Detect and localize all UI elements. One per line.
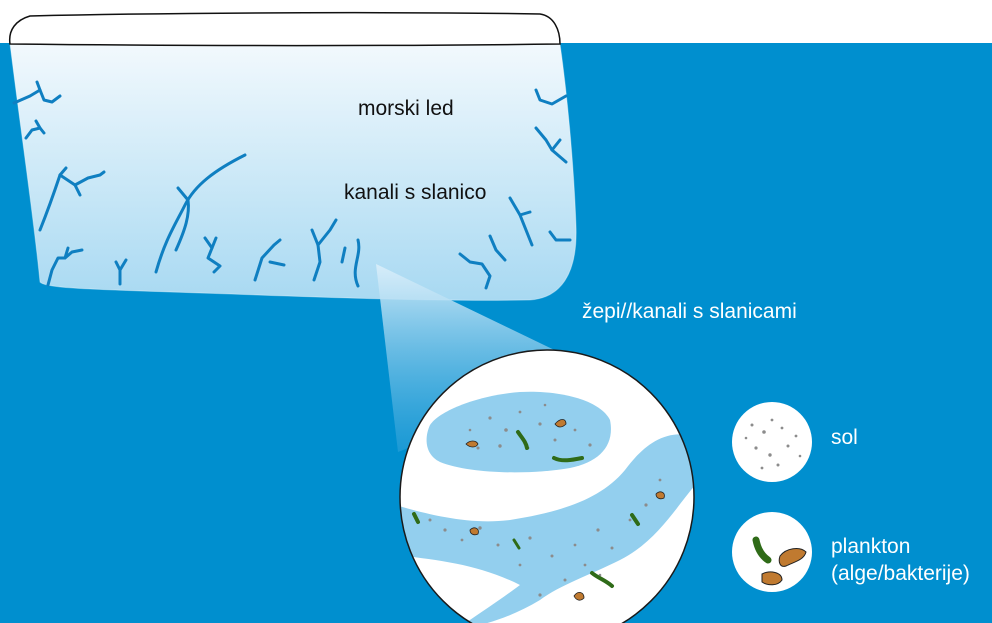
plankton-icon — [732, 512, 812, 592]
brine-channels-label: kanali s slanico — [344, 180, 486, 206]
sea-ice-label: morski led — [358, 96, 454, 122]
salt-grains-icon — [732, 402, 812, 482]
plankton-legend-label: plankton — [831, 534, 910, 560]
ice-surface-top — [10, 13, 560, 46]
brine-pockets-label: žepi//kanali s slanicami — [582, 299, 797, 325]
sea-ice-block — [10, 44, 576, 300]
salt-legend-label: sol — [831, 425, 858, 451]
plankton-legend-sublabel: (alge/bakterije) — [831, 561, 970, 587]
